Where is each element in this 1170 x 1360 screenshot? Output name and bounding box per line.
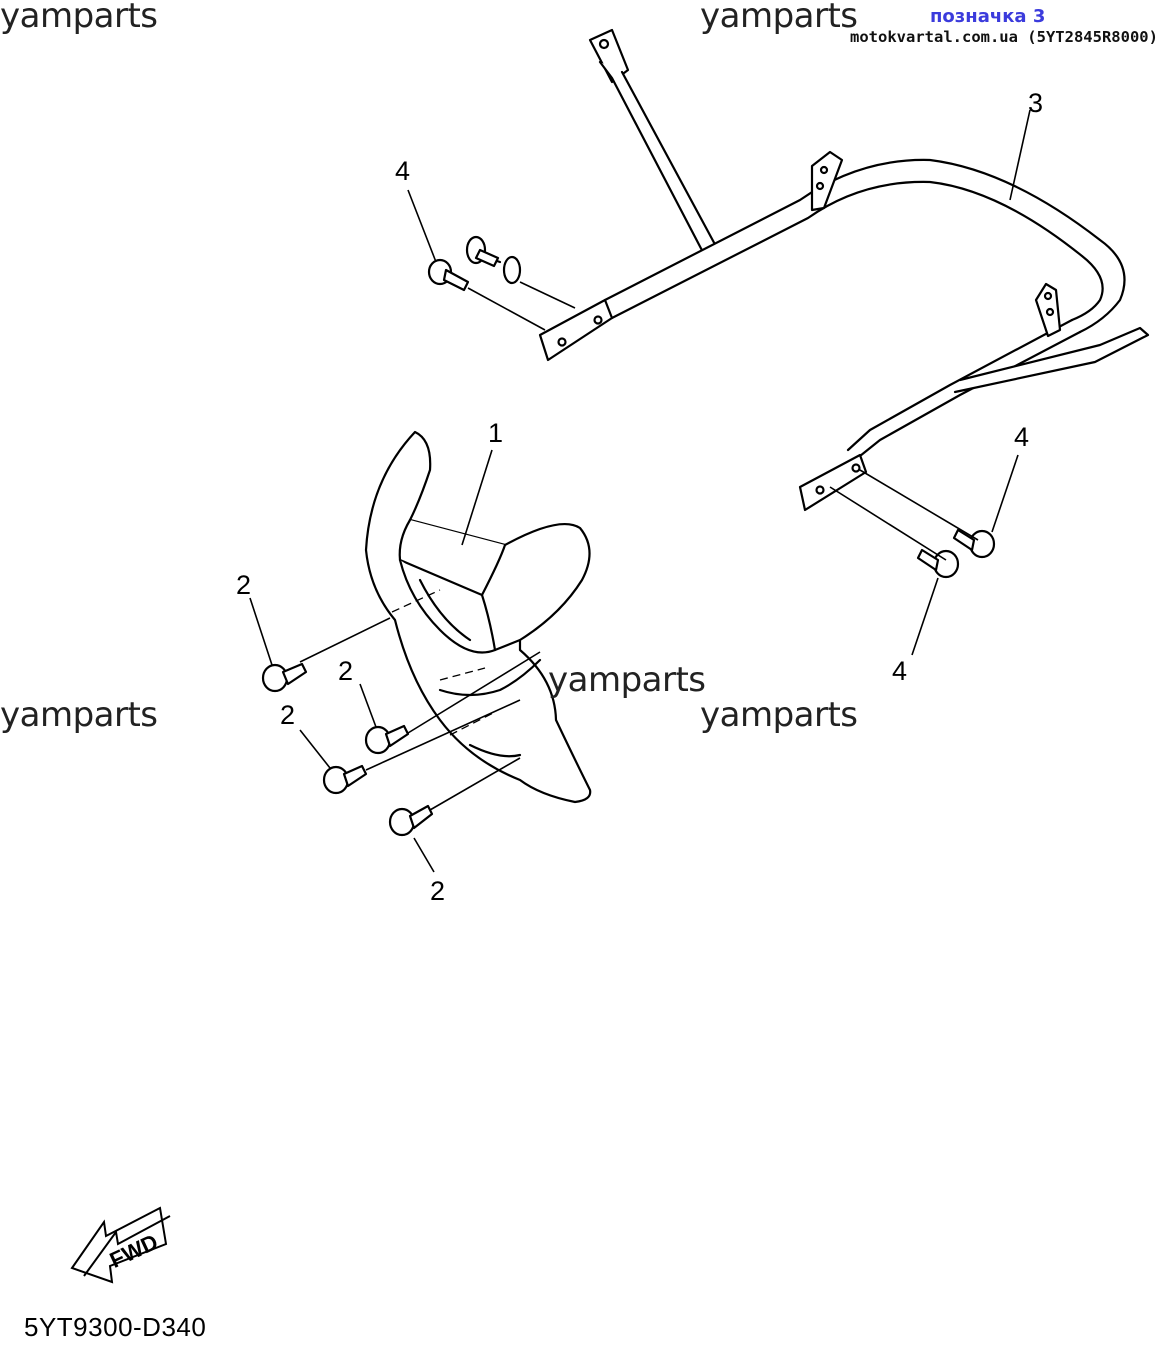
callout-part-4: 4 xyxy=(892,656,908,686)
hidden-lines xyxy=(391,589,496,736)
callout-part-2: 2 xyxy=(236,570,252,600)
callout-part-3: 3 xyxy=(1028,88,1044,118)
drawing-code: 5YT9300-D340 xyxy=(24,1312,207,1342)
bolt-part-2d xyxy=(388,804,434,837)
bolt-part-2a xyxy=(261,662,308,693)
watermark: yamparts xyxy=(0,695,158,735)
watermark: yamparts xyxy=(700,0,858,36)
fwd-arrow-icon: FWD xyxy=(70,1206,171,1284)
callout-part-2: 2 xyxy=(280,700,296,730)
bolt-part-2c xyxy=(322,764,368,795)
bolt-part-2b xyxy=(364,724,410,755)
watermark: yamparts xyxy=(548,660,706,700)
callout-part-1: 1 xyxy=(488,418,504,448)
callout-part-4: 4 xyxy=(395,156,411,186)
callout-part-4: 4 xyxy=(1014,422,1030,452)
leader-lines xyxy=(249,109,1031,873)
front-cover-part-1 xyxy=(364,430,592,804)
source-site-label: motokvartal.com.ua (5YT2845R8000) xyxy=(850,28,1158,46)
bolt-part-4c xyxy=(916,548,960,579)
watermark: yamparts xyxy=(0,0,158,36)
bolt-part-4b xyxy=(952,528,996,559)
callout-part-2: 2 xyxy=(430,876,446,906)
callout-part-2: 2 xyxy=(338,656,354,686)
part-badge: позначка 3 xyxy=(930,6,1046,27)
guard-frame-part-3 xyxy=(538,28,1150,512)
bolt-part-4a xyxy=(427,258,470,292)
watermark: yamparts xyxy=(700,695,858,735)
